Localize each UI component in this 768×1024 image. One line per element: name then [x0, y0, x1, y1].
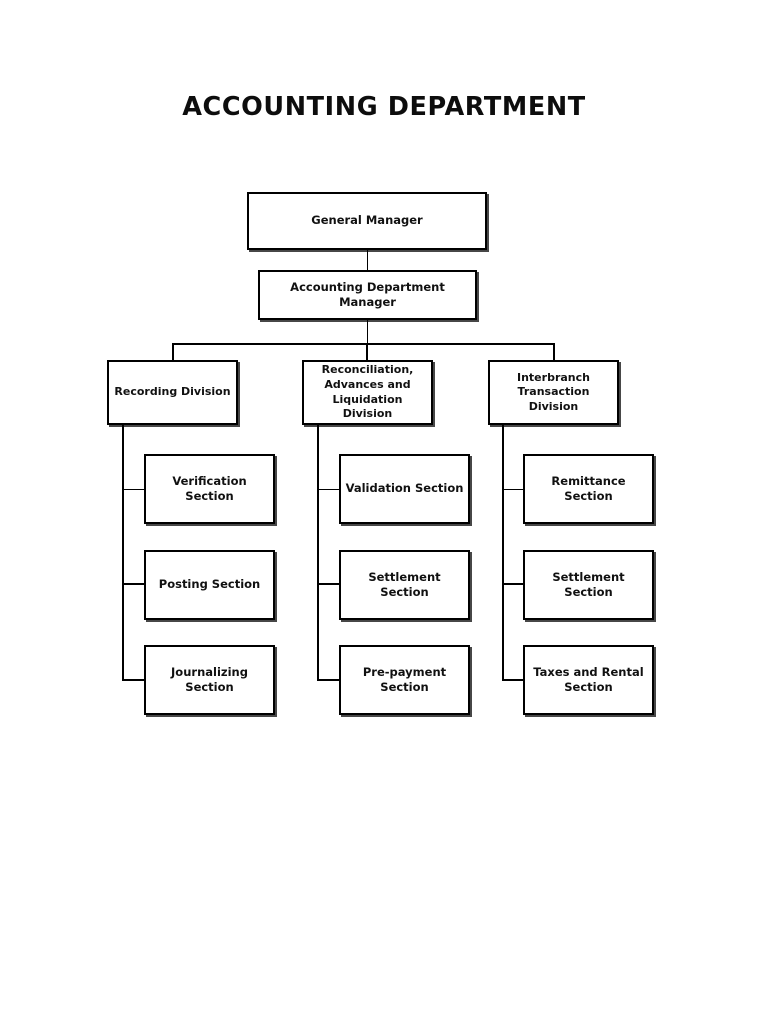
- connector-division-bus: [172, 343, 555, 345]
- node-settlement-section-interbranch[interactable]: Settlement Section: [523, 550, 654, 620]
- connector-adm-to-bus: [367, 320, 368, 344]
- connector-reconciliation-to-validation: [317, 489, 341, 490]
- connector-reconciliation-to-prepayment: [317, 679, 341, 681]
- node-interbranch-transaction-division[interactable]: Interbranch Transaction Division: [488, 360, 619, 425]
- node-accounting-department-manager-label: Accounting Department Manager: [290, 279, 445, 309]
- node-posting-section-label: Posting Section: [158, 577, 261, 592]
- node-remittance-section[interactable]: Remittance Section: [523, 454, 654, 524]
- connector-recording-to-posting: [122, 583, 146, 585]
- node-validation-section[interactable]: Validation Section: [339, 454, 470, 524]
- node-recording-division-label: Recording Division: [114, 385, 231, 399]
- node-taxes-and-rental-section[interactable]: Taxes and Rental Section: [523, 645, 654, 715]
- node-recording-division[interactable]: Recording Division: [107, 360, 238, 425]
- connector-recording-to-verification: [122, 489, 146, 490]
- node-pre-payment-section-label: Pre-payment Section: [362, 664, 447, 694]
- connector-recording-to-journalizing: [122, 679, 146, 681]
- node-verification-section[interactable]: Verification Section: [144, 454, 275, 524]
- connector-recording-trunk: [122, 423, 124, 681]
- connector-reconciliation-trunk: [317, 423, 319, 681]
- node-remittance-section-label: Remittance Section: [551, 473, 626, 503]
- node-interbranch-transaction-division-label: Interbranch Transaction Division: [517, 370, 590, 413]
- node-pre-payment-section[interactable]: Pre-payment Section: [339, 645, 470, 715]
- node-verification-section-label: Verification Section: [172, 473, 247, 503]
- node-reconciliation-advances-liquidation-division-label: Reconciliation, Advances and Liquidation…: [321, 363, 414, 421]
- connector-gm-to-adm: [367, 250, 368, 270]
- connector-interbranch-trunk: [502, 423, 504, 681]
- connector-reconciliation-to-settlement: [317, 583, 341, 585]
- node-general-manager-label: General Manager: [311, 213, 423, 228]
- node-journalizing-section[interactable]: Journalizing Section: [144, 645, 275, 715]
- node-posting-section[interactable]: Posting Section: [144, 550, 275, 620]
- node-settlement-section-reconciliation-label: Settlement Section: [368, 569, 441, 599]
- node-validation-section-label: Validation Section: [345, 481, 464, 496]
- node-settlement-section-interbranch-label: Settlement Section: [552, 569, 625, 599]
- node-reconciliation-advances-liquidation-division[interactable]: Reconciliation, Advances and Liquidation…: [302, 360, 433, 425]
- page-title: ACCOUNTING DEPARTMENT: [182, 92, 586, 122]
- node-general-manager[interactable]: General Manager: [247, 192, 487, 250]
- node-taxes-and-rental-section-label: Taxes and Rental Section: [533, 664, 644, 694]
- node-accounting-department-manager[interactable]: Accounting Department Manager: [258, 270, 477, 320]
- node-journalizing-section-label: Journalizing Section: [171, 664, 248, 694]
- node-settlement-section-reconciliation[interactable]: Settlement Section: [339, 550, 470, 620]
